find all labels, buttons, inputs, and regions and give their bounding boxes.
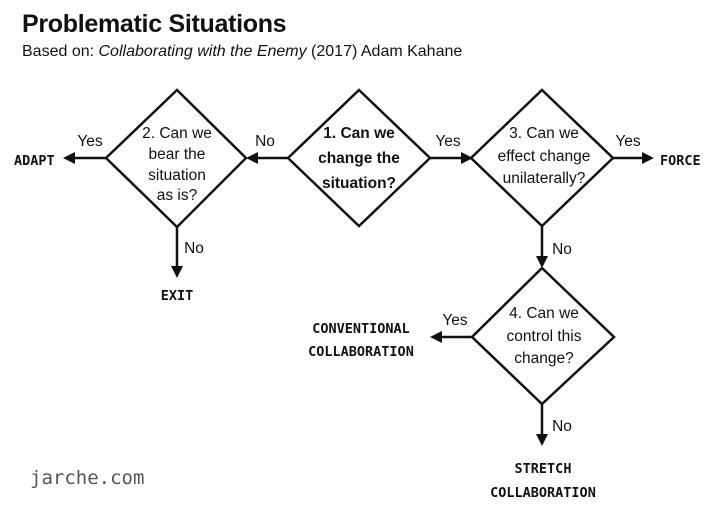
q4-line-1: 4. Can we	[509, 305, 579, 322]
q2-line-4: as is?	[157, 187, 198, 204]
subtitle-book-title: Collaborating with the Enemy	[98, 43, 307, 60]
q1-line-1: 1. Can we	[323, 125, 395, 142]
arrowhead-q1-to-q3	[461, 152, 473, 164]
q3-line-1: 3. Can we	[509, 125, 579, 142]
q2-line-1: 2. Can we	[142, 125, 212, 142]
arrowhead-q3-to-force	[642, 152, 654, 164]
outcome-conventional-line-1: CONVENTIONAL	[312, 321, 410, 337]
subtitle-prefix: Based on:	[22, 43, 99, 60]
arrowhead-q1-to-q2	[246, 152, 258, 164]
arrowhead-q2-to-adapt	[63, 152, 75, 164]
q1-line-2: change the	[318, 150, 400, 167]
q1-line-3: situation?	[322, 175, 396, 192]
edge-label-q3-yes: Yes	[615, 133, 641, 150]
edge-label-q1-no: No	[255, 133, 275, 150]
outcome-adapt: ADAPT	[14, 153, 55, 169]
edge-label-q4-yes: Yes	[442, 312, 468, 329]
arrowhead-q2-to-exit	[171, 266, 183, 278]
q3-line-2: effect change	[498, 148, 591, 165]
outcome-stretch-line-1: STRETCH	[515, 461, 572, 477]
q2-line-2: bear the	[149, 146, 206, 163]
q4-line-3: change?	[514, 350, 574, 367]
q4-line-2: control this	[507, 328, 582, 345]
edge-label-q4-no: No	[552, 418, 572, 435]
outcome-exit: EXIT	[161, 288, 194, 304]
outcome-force: FORCE	[660, 153, 701, 169]
decision-diamond-q2	[104, 88, 248, 229]
page-subtitle: Based on: Collaborating with the Enemy (…	[22, 43, 462, 61]
q2-line-3: situation	[148, 167, 206, 184]
decision-diamond-q3	[469, 88, 615, 228]
outcome-conventional-line-2: COLLABORATION	[308, 344, 414, 360]
subtitle-suffix: (2017) Adam Kahane	[306, 43, 463, 60]
arrowhead-q4-to-stretch	[536, 434, 548, 446]
decision-diamond-q1	[286, 88, 432, 228]
page-title: Problematic Situations	[22, 10, 287, 38]
outcome-stretch-line-2: COLLABORATION	[490, 485, 596, 501]
decision-diamond-q4	[470, 266, 616, 406]
footer-site-label: jarche.com	[30, 467, 145, 489]
edge-label-q2-no: No	[184, 240, 204, 257]
arrowhead-q3-to-q4	[536, 256, 548, 268]
edge-label-q2-yes: Yes	[77, 133, 103, 150]
q3-line-3: unilaterally?	[503, 170, 586, 187]
edge-label-q1-yes: Yes	[435, 133, 461, 150]
edge-label-q3-no: No	[552, 241, 572, 258]
arrowhead-q4-to-conventional	[430, 331, 442, 343]
